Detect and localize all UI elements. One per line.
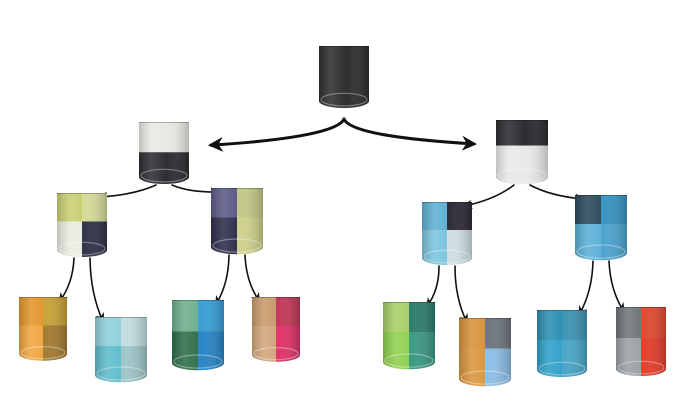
arrow-root-to-left	[208, 117, 346, 152]
cup-shading	[139, 122, 189, 184]
cup-right-left-left	[383, 302, 435, 370]
cup-shading	[19, 297, 67, 361]
cup-left-left-right	[95, 317, 147, 383]
cup-shading	[252, 297, 300, 362]
cup-inner-base	[58, 241, 106, 256]
cup-right-right-right	[616, 307, 666, 376]
cup-inner-base	[212, 238, 262, 253]
cup-right	[496, 120, 548, 185]
arrow-left-left-to-left-left-left	[58, 257, 75, 303]
cup-left	[139, 122, 189, 184]
cup-right-left	[422, 202, 472, 265]
cup-shading	[319, 46, 369, 108]
arrow-left-to-left-left	[97, 184, 157, 202]
cup-inner-base	[173, 354, 223, 369]
cup-shading	[616, 307, 666, 376]
cup-inner-base	[320, 92, 368, 107]
cup-inner-base	[617, 360, 665, 375]
cup-left-left-left	[19, 297, 67, 361]
cup-inner-base	[460, 370, 510, 385]
arrow-right-to-right-right	[529, 184, 585, 204]
cup-inner-base	[140, 168, 188, 183]
cup-shading	[575, 195, 627, 261]
arrow-right-left-to-right-left-left	[426, 265, 440, 308]
cup-left-right	[211, 188, 263, 255]
cup-shading	[172, 300, 224, 371]
cup-inner-base	[253, 347, 299, 361]
cup-inner-base	[384, 353, 434, 368]
arrow-left-left-to-left-left-right	[89, 257, 105, 323]
tree-nodes	[19, 46, 666, 387]
cup-left-right-left	[172, 300, 224, 371]
cup-shading	[537, 310, 587, 377]
arrow-root-to-right	[342, 117, 477, 151]
cup-right-left-right	[459, 318, 511, 387]
cup-right-right	[575, 195, 627, 261]
cup-shading	[211, 188, 263, 255]
cup-left-left	[57, 193, 107, 257]
cup-inner-base	[20, 346, 66, 360]
cup-shading	[383, 302, 435, 370]
arrow-right-right-to-right-right-left	[578, 260, 594, 316]
cup-right-right-left	[537, 310, 587, 377]
cup-inner-base	[423, 249, 471, 264]
cup-inner-base	[96, 366, 146, 381]
cup-shading	[422, 202, 472, 265]
arrow-right-left-to-right-left-right	[454, 265, 468, 324]
cup-shading	[459, 318, 511, 387]
arrow-right-right-to-right-right-right	[608, 260, 625, 313]
cup-left-right-right	[252, 297, 300, 362]
cup-shading	[496, 120, 548, 185]
cup-shading	[57, 193, 107, 257]
cup-shading	[95, 317, 147, 383]
cup-root	[319, 46, 369, 108]
cup-inner-base	[497, 168, 547, 183]
cup-inner-base	[538, 361, 586, 376]
arrow-left-right-to-left-right-left	[215, 254, 230, 306]
cup-inner-base	[576, 244, 626, 259]
arrow-left-right-to-left-right-right	[244, 254, 261, 303]
